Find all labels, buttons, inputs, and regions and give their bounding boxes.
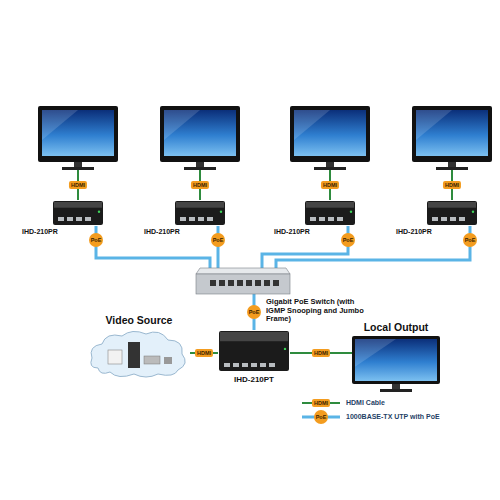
legend-text: 1000BASE-TX UTP with PoE [346, 411, 440, 423]
local-output-tv: Local Output [352, 336, 440, 392]
poe-badge: PoE [341, 233, 355, 247]
poe-switch-drawing [196, 268, 290, 294]
receiver-unit-drawing [426, 200, 478, 226]
transmitter-unit: IHD-210PT [218, 330, 290, 372]
poe-badge: PoE [247, 305, 261, 319]
local-output-tv-drawing [352, 336, 440, 392]
poe-badge: PoE [89, 233, 103, 247]
receiver-unit: IHD-210PR [52, 200, 104, 226]
legend-text: HDMI Cable [346, 397, 385, 409]
display-tv [412, 106, 492, 200]
receiver-unit-drawing [174, 200, 226, 226]
hdmi-badge: HDMI [312, 349, 330, 357]
receiver-unit: IHD-210PR [174, 200, 226, 226]
device-label: Local Output [364, 321, 429, 333]
hdmi-badge: HDMI [195, 349, 213, 357]
poe-badge: PoE [211, 233, 225, 247]
receiver-unit: IHD-210PR [426, 200, 478, 226]
hdmi-badge: HDMI [191, 181, 209, 189]
receiver-unit-drawing [304, 200, 356, 226]
poe-switch: Gigabit PoE Switch (with IGMP Snooping a… [196, 268, 290, 294]
display-tv [160, 106, 240, 200]
device-label: IHD-210PR [22, 228, 58, 236]
device-label: IHD-210PR [274, 228, 310, 236]
display-tv [38, 106, 118, 200]
hdmi-badge: HDMI [312, 399, 330, 407]
hdmi-badge: HDMI [69, 181, 87, 189]
hdmi-badge: HDMI [443, 181, 461, 189]
display-tv [290, 106, 370, 200]
receiver-unit-drawing [52, 200, 104, 226]
receiver-unit: IHD-210PR [304, 200, 356, 226]
video-source-cloud: Video Source [88, 328, 190, 378]
poe-badge: PoE [314, 410, 328, 424]
poe-badge: PoE [463, 233, 477, 247]
utp-poe-cable [96, 226, 210, 268]
device-label: IHD-210PT [234, 375, 274, 384]
transmitter-unit-drawing [218, 330, 290, 372]
device-label: Gigabit PoE Switch (with IGMP Snooping a… [266, 298, 374, 324]
hdmi-badge: HDMI [321, 181, 339, 189]
video-source-cloud-drawing [88, 328, 190, 378]
device-label: IHD-210PR [396, 228, 432, 236]
device-label: IHD-210PR [144, 228, 180, 236]
device-label: Video Source [106, 314, 173, 326]
